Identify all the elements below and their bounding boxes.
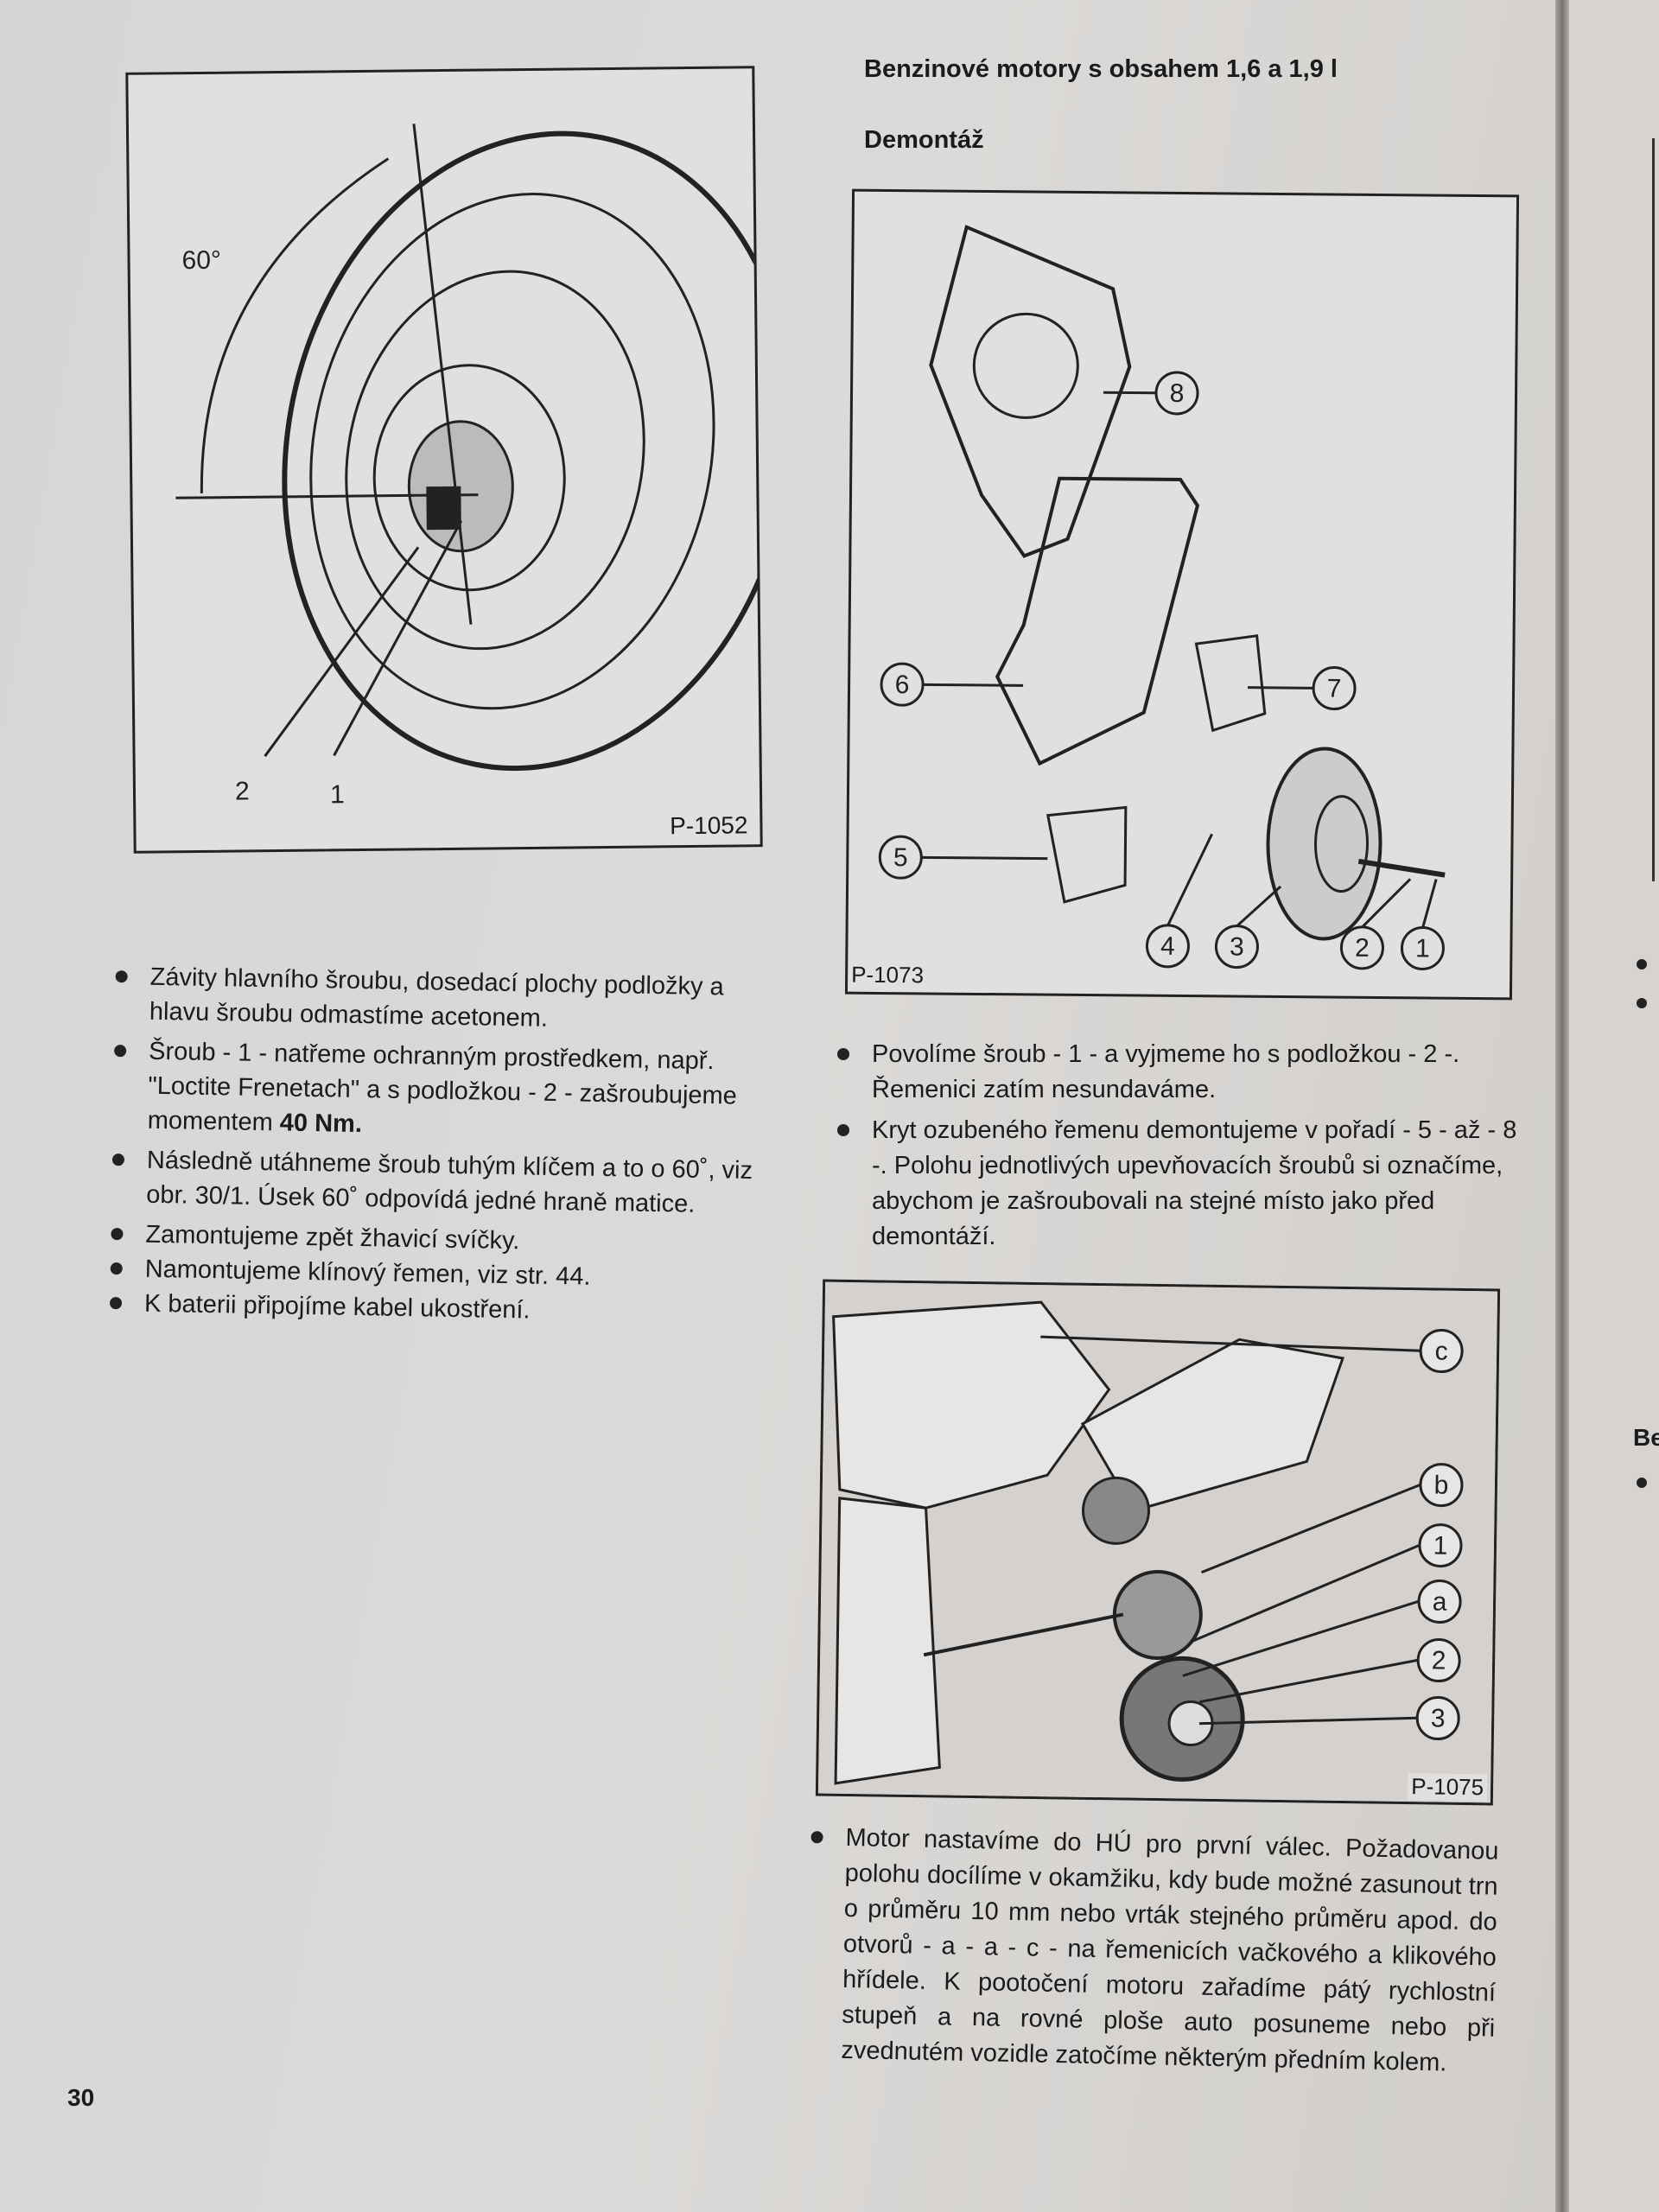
figure-border-fragment [1652, 138, 1655, 881]
figure-id: P-1073 [851, 961, 925, 988]
callout-a: a [1432, 1587, 1446, 1616]
callout-2: 2 [1355, 934, 1370, 963]
list-item-text: Zamontujeme zpět žhavicí svíčky. [145, 1220, 520, 1255]
figure-id: P-1075 [1408, 1773, 1488, 1802]
figure-p1073: 8 6 7 5 4 3 2 1 P-1073 [844, 188, 1520, 1001]
callout-1: 1 [1433, 1531, 1447, 1560]
bullet-dot [1637, 1478, 1647, 1488]
bullet-dot [837, 1048, 849, 1060]
callout-c: c [1434, 1337, 1447, 1365]
callout-2: 2 [1432, 1646, 1446, 1675]
list-item-text: K baterii připojíme kabel ukostření. [143, 1289, 531, 1325]
callout-5: 5 [893, 843, 908, 872]
bullet-dot [109, 1297, 123, 1310]
callout-6: 6 [895, 671, 910, 699]
bullet-dot [1637, 998, 1647, 1008]
callout-1: 1 [330, 780, 345, 809]
timing-belt-cover-exploded-view: 8 6 7 5 4 3 2 1 [878, 225, 1446, 970]
list-item: Kryt ozubeného řemenu demontujeme v pořa… [834, 1113, 1525, 1255]
installation-steps-list: Závity hlavního šroubu, dosedací plochy … [106, 959, 762, 1337]
callout-2: 2 [235, 777, 250, 805]
page-number: 30 [67, 2084, 95, 2111]
list-item-text: Povolíme šroub - 1 - a vyjmeme ho s podl… [872, 1040, 1460, 1103]
list-item-text: Závity hlavního šroubu, dosedací plochy … [149, 963, 724, 1033]
torque-value: 40 Nm. [279, 1109, 363, 1139]
angle-label: 60° [181, 246, 221, 275]
callout-4: 4 [1160, 932, 1175, 961]
removal-steps-list: Povolíme šroub - 1 - a vyjmeme ho s podl… [834, 1037, 1525, 1260]
pulley-tightening-diagram: 60° 2 1 [175, 124, 760, 809]
bullet-dot [115, 970, 128, 983]
list-item-text: Kryt ozubeného řemenu demontujeme v pořa… [872, 1116, 1517, 1250]
callout-b: b [1433, 1471, 1448, 1499]
engine-tdc-alignment-diagram: c b 1 a 2 3 [817, 1281, 1498, 1803]
callout-3: 3 [1230, 932, 1244, 961]
list-item: Povolíme šroub - 1 - a vyjmeme ho s podl… [834, 1037, 1525, 1108]
next-page-edge: Be [1569, 0, 1659, 2212]
list-item-text: Motor nastavíme do HÚ pro první válec. P… [841, 1823, 1499, 2077]
bullet-dot [111, 1228, 124, 1241]
list-item-text: Následně utáhneme šroub tuhým klíčem a t… [145, 1146, 753, 1218]
list-item-text: Šroub - 1 - natřeme ochranným prostředke… [147, 1037, 738, 1137]
list-item: Následně utáhneme šroub tuhým klíčem a t… [108, 1142, 759, 1223]
callout-7: 7 [1327, 674, 1342, 702]
next-page-heading-fragment: Be [1633, 1424, 1659, 1451]
bullet-dot [1637, 959, 1647, 969]
callout-1: 1 [1415, 934, 1430, 963]
figure-id: P-1052 [669, 811, 748, 840]
figure-p1052: 60° 2 1 P-1052 [125, 66, 763, 854]
bullet-dot [114, 1045, 127, 1058]
list-item: Motor nastavíme do HÚ pro první válec. P… [803, 1820, 1499, 2082]
bullet-dot [111, 1154, 125, 1166]
callout-8: 8 [1170, 379, 1185, 408]
book-gutter [1555, 0, 1569, 2212]
callout-3: 3 [1431, 1704, 1446, 1732]
list-item: Závity hlavního šroubu, dosedací plochy … [111, 959, 762, 1039]
tdc-steps-list: Motor nastavíme do HÚ pro první válec. P… [803, 1820, 1499, 2088]
list-item: Šroub - 1 - natřeme ochranným prostředke… [109, 1033, 760, 1148]
bullet-dot [110, 1262, 123, 1275]
section-heading: Benzinové motory s obsahem 1,6 a 1,9 l [864, 55, 1338, 83]
bullet-dot [837, 1124, 849, 1136]
subsection-heading: Demontáž [864, 126, 984, 154]
bullet-dot [810, 1831, 823, 1844]
figure-p1075: c b 1 a 2 3 P-1075 [815, 1279, 1501, 1806]
list-item-text: Namontujeme klínový řemen, viz str. 44. [144, 1255, 591, 1291]
